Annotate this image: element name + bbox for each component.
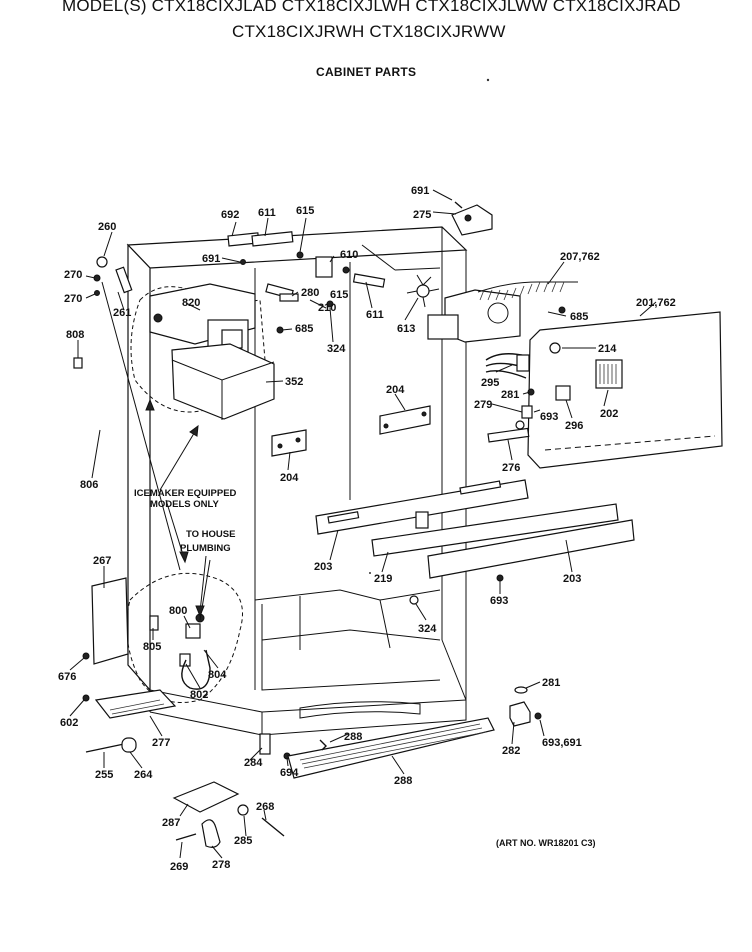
callout: 691 bbox=[411, 185, 429, 197]
callout: 693 bbox=[540, 411, 558, 423]
callout: 264 bbox=[134, 769, 153, 781]
callout-labels: 691 275 692 611 615 260 691 610 207,762 … bbox=[58, 185, 676, 873]
callout: 285 bbox=[234, 835, 252, 847]
callout: 692 bbox=[221, 209, 239, 221]
callout: 615 bbox=[330, 289, 348, 301]
callout: 295 bbox=[481, 377, 499, 389]
callout: 282 bbox=[502, 745, 520, 757]
icemaker-note-line-1: ICEMAKER EQUIPPED bbox=[134, 488, 237, 499]
callout: 219 bbox=[374, 573, 392, 585]
callout: 279 bbox=[474, 399, 492, 411]
callout: 261 bbox=[113, 307, 131, 319]
callout: 802 bbox=[190, 689, 208, 701]
section-title: CABINET PARTS bbox=[316, 65, 417, 79]
callout: 808 bbox=[66, 329, 84, 341]
callout: 269 bbox=[170, 861, 188, 873]
speck bbox=[369, 572, 371, 574]
callout: 260 bbox=[98, 221, 116, 233]
callout: 804 bbox=[208, 669, 227, 681]
callout: 693 bbox=[490, 595, 508, 607]
callout: 610 bbox=[340, 249, 358, 261]
model-list-line-2: CTX18CIXJRWH CTX18CIXJRWW bbox=[232, 22, 506, 41]
callout: 296 bbox=[565, 420, 583, 432]
callout: 207,762 bbox=[560, 251, 600, 263]
lower-parts bbox=[82, 574, 542, 848]
art-number: (ART NO. WR18201 C3) bbox=[496, 838, 596, 848]
icemaker-unit bbox=[149, 283, 275, 420]
plumbing-note-line-1: TO HOUSE bbox=[186, 529, 235, 540]
callout: 324 bbox=[418, 623, 437, 635]
callout: 611 bbox=[258, 207, 276, 219]
callout: 203 bbox=[314, 561, 332, 573]
thermostat-parts bbox=[485, 353, 535, 443]
control-panel bbox=[527, 311, 723, 469]
callout: 270 bbox=[64, 293, 82, 305]
icemaker-note-line-2: MODELS ONLY bbox=[150, 499, 219, 510]
callout: 204 bbox=[386, 384, 405, 396]
top-brackets bbox=[227, 231, 386, 308]
callout: 201,762 bbox=[636, 297, 676, 309]
callout: 691 bbox=[202, 253, 220, 265]
water-fill-parts bbox=[73, 256, 284, 369]
callout: 268 bbox=[256, 801, 274, 813]
callout: 693,691 bbox=[542, 737, 582, 749]
breaker-strips bbox=[315, 479, 635, 579]
callout: 324 bbox=[327, 343, 346, 355]
callout: 277 bbox=[152, 737, 170, 749]
top-hinge-assembly bbox=[451, 201, 493, 236]
callout: 806 bbox=[80, 479, 98, 491]
plumbing-note-line-2: PLUMBING bbox=[180, 543, 231, 554]
callout: 281 bbox=[501, 389, 519, 401]
callout: 255 bbox=[95, 769, 113, 781]
center-brackets bbox=[271, 405, 431, 457]
callout: 204 bbox=[280, 472, 299, 484]
model-list-line-1: MODEL(S) CTX18CIXJLAD CTX18CIXJLWH CTX18… bbox=[62, 0, 681, 15]
callout: 615 bbox=[296, 205, 314, 217]
access-panel bbox=[91, 577, 129, 665]
callout: 275 bbox=[413, 209, 431, 221]
callout: 210 bbox=[318, 302, 336, 314]
callout: 676 bbox=[58, 671, 76, 683]
callout: 203 bbox=[563, 573, 581, 585]
cabinet-case bbox=[126, 226, 468, 736]
callout: 602 bbox=[60, 717, 78, 729]
callout: 281 bbox=[542, 677, 560, 689]
callout: 288 bbox=[394, 775, 412, 787]
evaporator-fan bbox=[406, 274, 440, 308]
callout: 352 bbox=[285, 376, 303, 388]
callout: 278 bbox=[212, 859, 230, 871]
callout: 694 bbox=[280, 767, 299, 779]
callout: 214 bbox=[598, 343, 617, 355]
fan-motor-bracket bbox=[427, 281, 578, 343]
speck bbox=[486, 78, 490, 82]
callout: 805 bbox=[143, 641, 161, 653]
callout: 800 bbox=[169, 605, 187, 617]
callout: 613 bbox=[397, 323, 415, 335]
callout: 267 bbox=[93, 555, 111, 567]
callout: 685 bbox=[570, 311, 588, 323]
leader-lines bbox=[69, 189, 657, 859]
callout: 611 bbox=[366, 309, 384, 321]
callout: 820 bbox=[182, 297, 200, 309]
callout: 270 bbox=[64, 269, 82, 281]
callout: 202 bbox=[600, 408, 618, 420]
callout: 685 bbox=[295, 323, 313, 335]
callout: 284 bbox=[244, 757, 263, 769]
callout: 280 bbox=[301, 287, 319, 299]
callout: 288 bbox=[344, 731, 362, 743]
callout: 287 bbox=[162, 817, 180, 829]
callout: 276 bbox=[502, 462, 520, 474]
